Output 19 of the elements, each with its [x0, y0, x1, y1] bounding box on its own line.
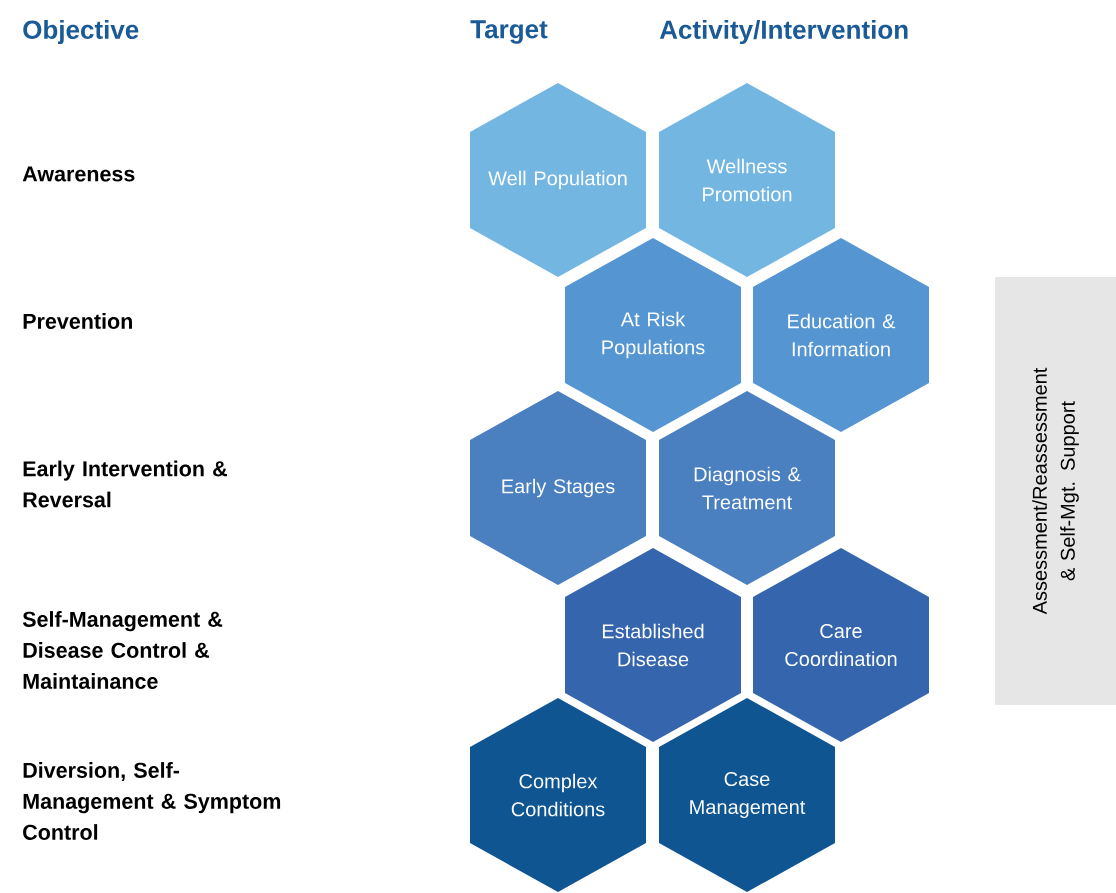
hexagon: Early Stages	[470, 391, 646, 585]
row-label: Prevention	[23, 313, 132, 329]
hexagon: Diagnosis & Treatment	[659, 391, 835, 585]
hexagon: At Risk Populations	[565, 238, 741, 432]
hexagon: Well Population	[470, 83, 646, 277]
hexagon: Care Coordination	[753, 548, 929, 742]
row-label: Diversion, Self-Management & Symptom Control	[23, 762, 281, 840]
column-heading: Target	[470, 20, 548, 44]
column-heading: Objective	[23, 19, 139, 45]
hexagon: Case Management	[659, 698, 835, 892]
row-label: Early Intervention & Reversal	[23, 460, 227, 508]
row-label: Awareness	[22, 166, 135, 182]
side-band: Assessment/Reassessment & Self-Mgt. Support	[995, 277, 1116, 705]
hexagon: Education & Information	[753, 238, 929, 432]
hexagon: Established Disease	[565, 548, 741, 742]
hexagon: Complex Conditions	[470, 698, 646, 892]
hexagon: Wellness Promotion	[659, 83, 835, 277]
row-label: Self-Management & Disease Control & Maintainance	[22, 611, 223, 689]
column-heading: Activity/Intervention	[659, 19, 908, 45]
